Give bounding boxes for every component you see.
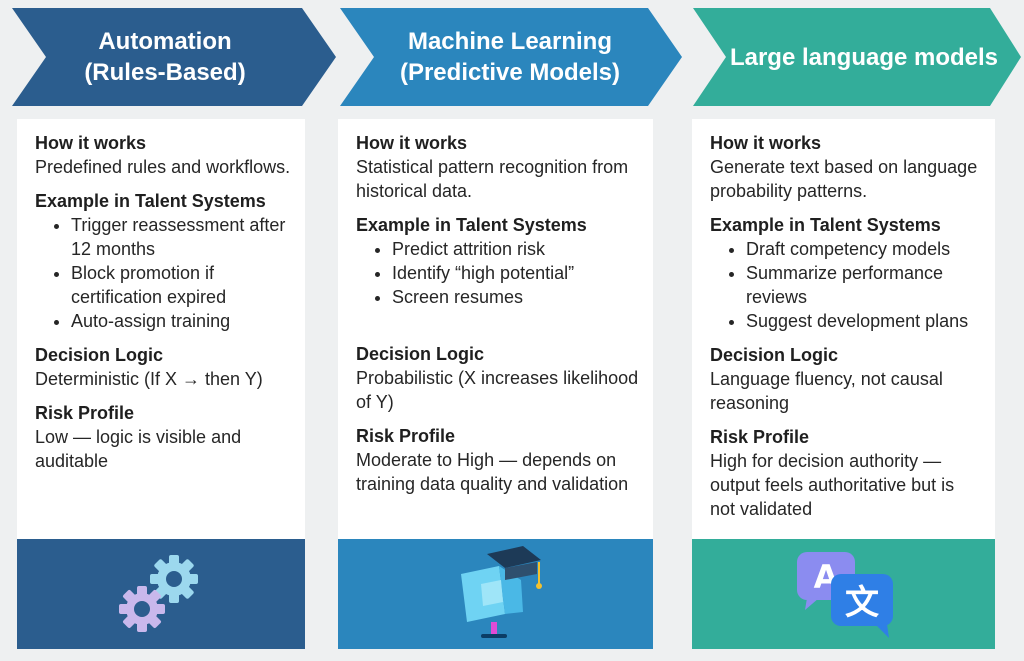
example-list: Draft competency models Summarize perfor… xyxy=(710,237,983,333)
llm-footer: A 文 xyxy=(692,539,995,649)
decision-logic-heading: Decision Logic xyxy=(356,344,485,364)
decision-logic-text: Language fluency, not causal reasoning xyxy=(710,369,943,413)
list-item: Auto-assign training xyxy=(71,309,293,333)
list-item: Screen resumes xyxy=(392,285,641,309)
decision-logic-text: Probabilistic (X increases likelihood of… xyxy=(356,368,639,412)
decision-logic-heading: Decision Logic xyxy=(35,345,164,365)
risk-profile-text: Moderate to High — depends on training d… xyxy=(356,450,629,494)
how-it-works-heading: How it works xyxy=(710,133,822,153)
how-it-works-heading: How it works xyxy=(35,133,147,153)
machine-learning-title: Machine Learning (Predictive Models) xyxy=(370,8,650,106)
machine-learning-title-line1: Machine Learning xyxy=(407,28,613,55)
list-item: Trigger reassessment after 12 months xyxy=(71,213,293,261)
risk-profile-heading: Risk Profile xyxy=(35,403,135,423)
how-it-works-text: Generate text based on language probabil… xyxy=(710,157,978,201)
example-heading: Example in Talent Systems xyxy=(35,191,266,211)
column-machine-learning: Machine Learning (Predictive Models) How… xyxy=(330,0,690,661)
llm-title-line1: Large language models xyxy=(729,43,999,71)
automation-chevron xyxy=(12,8,336,106)
column-llm: Large language models How it works Gener… xyxy=(684,0,1024,661)
example-list: Trigger reassessment after 12 months Blo… xyxy=(35,213,293,333)
example-heading: Example in Talent Systems xyxy=(356,215,587,235)
example-heading: Example in Talent Systems xyxy=(710,215,941,235)
risk-profile-heading: Risk Profile xyxy=(356,426,456,446)
column-automation: Automation (Rules-Based) How it works Pr… xyxy=(0,0,340,661)
how-it-works-heading: How it works xyxy=(356,133,468,153)
list-item: Identify “high potential” xyxy=(392,261,641,285)
llm-chevron xyxy=(693,8,1021,106)
how-it-works-text: Predefined rules and workflows. xyxy=(35,157,291,177)
decision-logic-text: Deterministic (If X → then Y) xyxy=(35,369,263,389)
llm-card: How it works Generate text based on lang… xyxy=(692,119,995,539)
machine-learning-card: How it works Statistical pattern recogni… xyxy=(338,119,653,539)
translate-icon: A 文 xyxy=(796,552,893,638)
automation-title-line1: Automation xyxy=(98,28,232,55)
risk-profile-heading: Risk Profile xyxy=(710,427,810,447)
gears-icon xyxy=(119,555,198,632)
machine-learning-chevron xyxy=(340,8,682,106)
machine-learning-icon xyxy=(460,546,542,638)
decision-logic-heading: Decision Logic xyxy=(710,345,839,365)
risk-profile-text: High for decision authority — output fee… xyxy=(710,451,955,519)
automation-title-line2: (Rules-Based) xyxy=(84,59,246,86)
list-item: Block promotion if certification expired xyxy=(71,261,293,309)
how-it-works-text: Statistical pattern recognition from his… xyxy=(356,157,629,201)
list-item: Predict attrition risk xyxy=(392,237,641,261)
machine-learning-footer xyxy=(338,539,653,649)
machine-learning-title-line2: (Predictive Models) xyxy=(399,59,621,86)
list-item: Suggest development plans xyxy=(746,309,983,333)
automation-title: Automation (Rules-Based) xyxy=(30,8,300,106)
example-list: Predict attrition risk Identify “high po… xyxy=(356,237,641,309)
list-item: Summarize performance reviews xyxy=(746,261,983,309)
list-item: Draft competency models xyxy=(746,237,983,261)
llm-title: Large language models xyxy=(724,8,1004,106)
svg-text:文: 文 xyxy=(845,583,879,623)
risk-profile-text: Low — logic is visible and auditable xyxy=(35,427,242,471)
automation-footer xyxy=(17,539,305,649)
automation-card: How it works Predefined rules and workfl… xyxy=(17,119,305,539)
